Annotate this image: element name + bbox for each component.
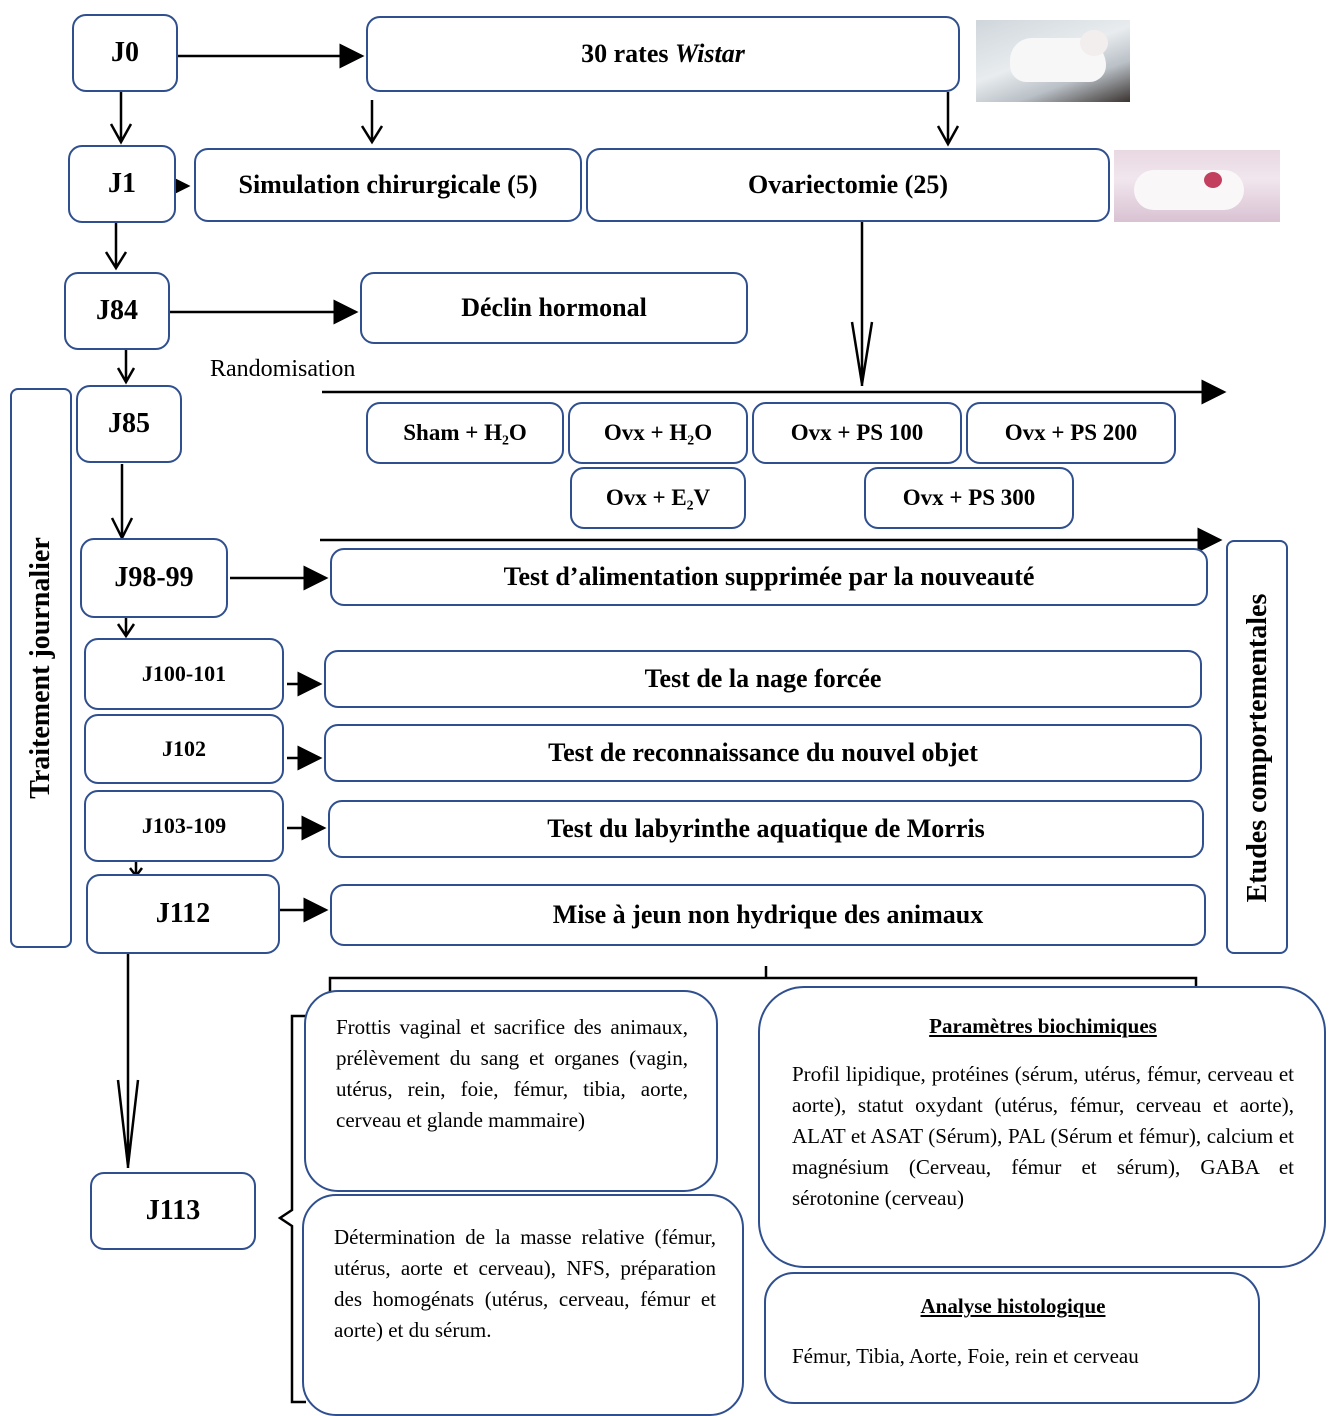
biochemical-title: Paramètres biochimiques bbox=[929, 1014, 1157, 1038]
sacrifice-text: Frottis vaginal et sacrifice des animaux… bbox=[336, 1015, 688, 1132]
randomisation-label: Randomisation bbox=[210, 356, 356, 382]
group-label: Ovx + PS 200 bbox=[1004, 420, 1138, 445]
test-object-box: Test de reconnaissance du nouvel objet bbox=[324, 724, 1202, 782]
day-label: J98-99 bbox=[114, 562, 194, 593]
test-label: Test d’alimentation supprimée par la nou… bbox=[503, 562, 1035, 591]
group-ovx-e2v: Ovx + E₂V bbox=[570, 467, 746, 529]
relative-mass-box: Détermination de la masse relative (fému… bbox=[302, 1194, 744, 1416]
biochemical-text: Profil lipidique, protéines (sérum, utér… bbox=[792, 1062, 1294, 1210]
day-label: J84 bbox=[96, 295, 138, 326]
day-label: J113 bbox=[145, 1195, 201, 1226]
day-label: J103-109 bbox=[141, 813, 227, 838]
hormonal-decline-box: Déclin hormonal bbox=[360, 272, 748, 344]
histology-text: Fémur, Tibia, Aorte, Foie, rein et cerve… bbox=[792, 1344, 1139, 1368]
rats-box: 30 rates Wistar bbox=[366, 16, 960, 92]
test-label: Test de la nage forcée bbox=[644, 664, 882, 693]
test-swim-box: Test de la nage forcée bbox=[324, 650, 1202, 708]
day-box-j0: J0 bbox=[72, 14, 178, 92]
group-ovx-ps300: Ovx + PS 300 bbox=[864, 467, 1074, 529]
day-box-j113: J113 bbox=[90, 1172, 256, 1250]
test-morris-box: Test du labyrinthe aquatique de Morris bbox=[328, 800, 1204, 858]
day-box-j85: J85 bbox=[76, 385, 182, 463]
day-box-j98: J98-99 bbox=[80, 538, 228, 618]
group-label: Ovx + H₂O bbox=[603, 420, 713, 445]
day-label: J0 bbox=[111, 37, 139, 68]
day-box-j100: J100-101 bbox=[84, 638, 284, 710]
sham-surgery-box: Simulation chirurgicale (5) bbox=[194, 148, 582, 222]
rat-photo-image bbox=[976, 20, 1130, 102]
day-box-j112: J112 bbox=[86, 874, 280, 954]
group-ovx-h2o: Ovx + H₂O bbox=[568, 402, 748, 464]
fasting-box: Mise à jeun non hydrique des animaux bbox=[330, 884, 1206, 946]
daily-treatment-box bbox=[10, 388, 72, 948]
ovariectomy-box: Ovariectomie (25) bbox=[586, 148, 1110, 222]
sham-surgery-label: Simulation chirurgicale (5) bbox=[238, 170, 538, 199]
histology-title: Analyse histologique bbox=[920, 1294, 1106, 1318]
sacrifice-box: Frottis vaginal et sacrifice des animaux… bbox=[304, 990, 718, 1192]
group-label: Ovx + PS 300 bbox=[902, 485, 1036, 510]
group-label: Sham + H₂O bbox=[403, 420, 527, 445]
rats-count: 30 rates bbox=[581, 39, 675, 68]
ovariectomy-label: Ovariectomie (25) bbox=[748, 170, 948, 199]
rats-species: Wistar bbox=[675, 39, 745, 68]
behavioral-studies-box bbox=[1226, 540, 1288, 954]
surgery-photo-image bbox=[1114, 150, 1280, 222]
histology-box: Analyse histologique Fémur, Tibia, Aorte… bbox=[764, 1272, 1260, 1404]
day-box-j84: J84 bbox=[64, 272, 170, 350]
day-label: J112 bbox=[155, 898, 211, 929]
group-ovx-ps100: Ovx + PS 100 bbox=[752, 402, 962, 464]
group-label: Ovx + PS 100 bbox=[790, 420, 924, 445]
day-label: J100-101 bbox=[141, 661, 227, 686]
day-label: J1 bbox=[108, 168, 136, 199]
biochemical-box: Paramètres biochimiques Profil lipidique… bbox=[758, 986, 1326, 1268]
relative-mass-text: Détermination de la masse relative (fému… bbox=[334, 1225, 716, 1342]
test-label: Test de reconnaissance du nouvel objet bbox=[548, 738, 978, 767]
test-novelty-box: Test d’alimentation supprimée par la nou… bbox=[330, 548, 1208, 606]
hormonal-decline-label: Déclin hormonal bbox=[461, 293, 647, 322]
day-box-j102: J102 bbox=[84, 714, 284, 784]
day-label: J102 bbox=[162, 736, 206, 761]
day-box-j1: J1 bbox=[68, 145, 176, 223]
group-sham-h2o: Sham + H₂O bbox=[366, 402, 564, 464]
fasting-label: Mise à jeun non hydrique des animaux bbox=[552, 900, 984, 929]
day-label: J85 bbox=[108, 408, 150, 439]
behavioral-studies-label: Etudes comportementales bbox=[1242, 593, 1273, 903]
group-label: Ovx + E₂V bbox=[605, 485, 711, 510]
test-label: Test du labyrinthe aquatique de Morris bbox=[547, 814, 985, 843]
daily-treatment-label: Traitement journalier bbox=[25, 537, 56, 799]
group-ovx-ps200: Ovx + PS 200 bbox=[966, 402, 1176, 464]
day-box-j103: J103-109 bbox=[84, 790, 284, 862]
